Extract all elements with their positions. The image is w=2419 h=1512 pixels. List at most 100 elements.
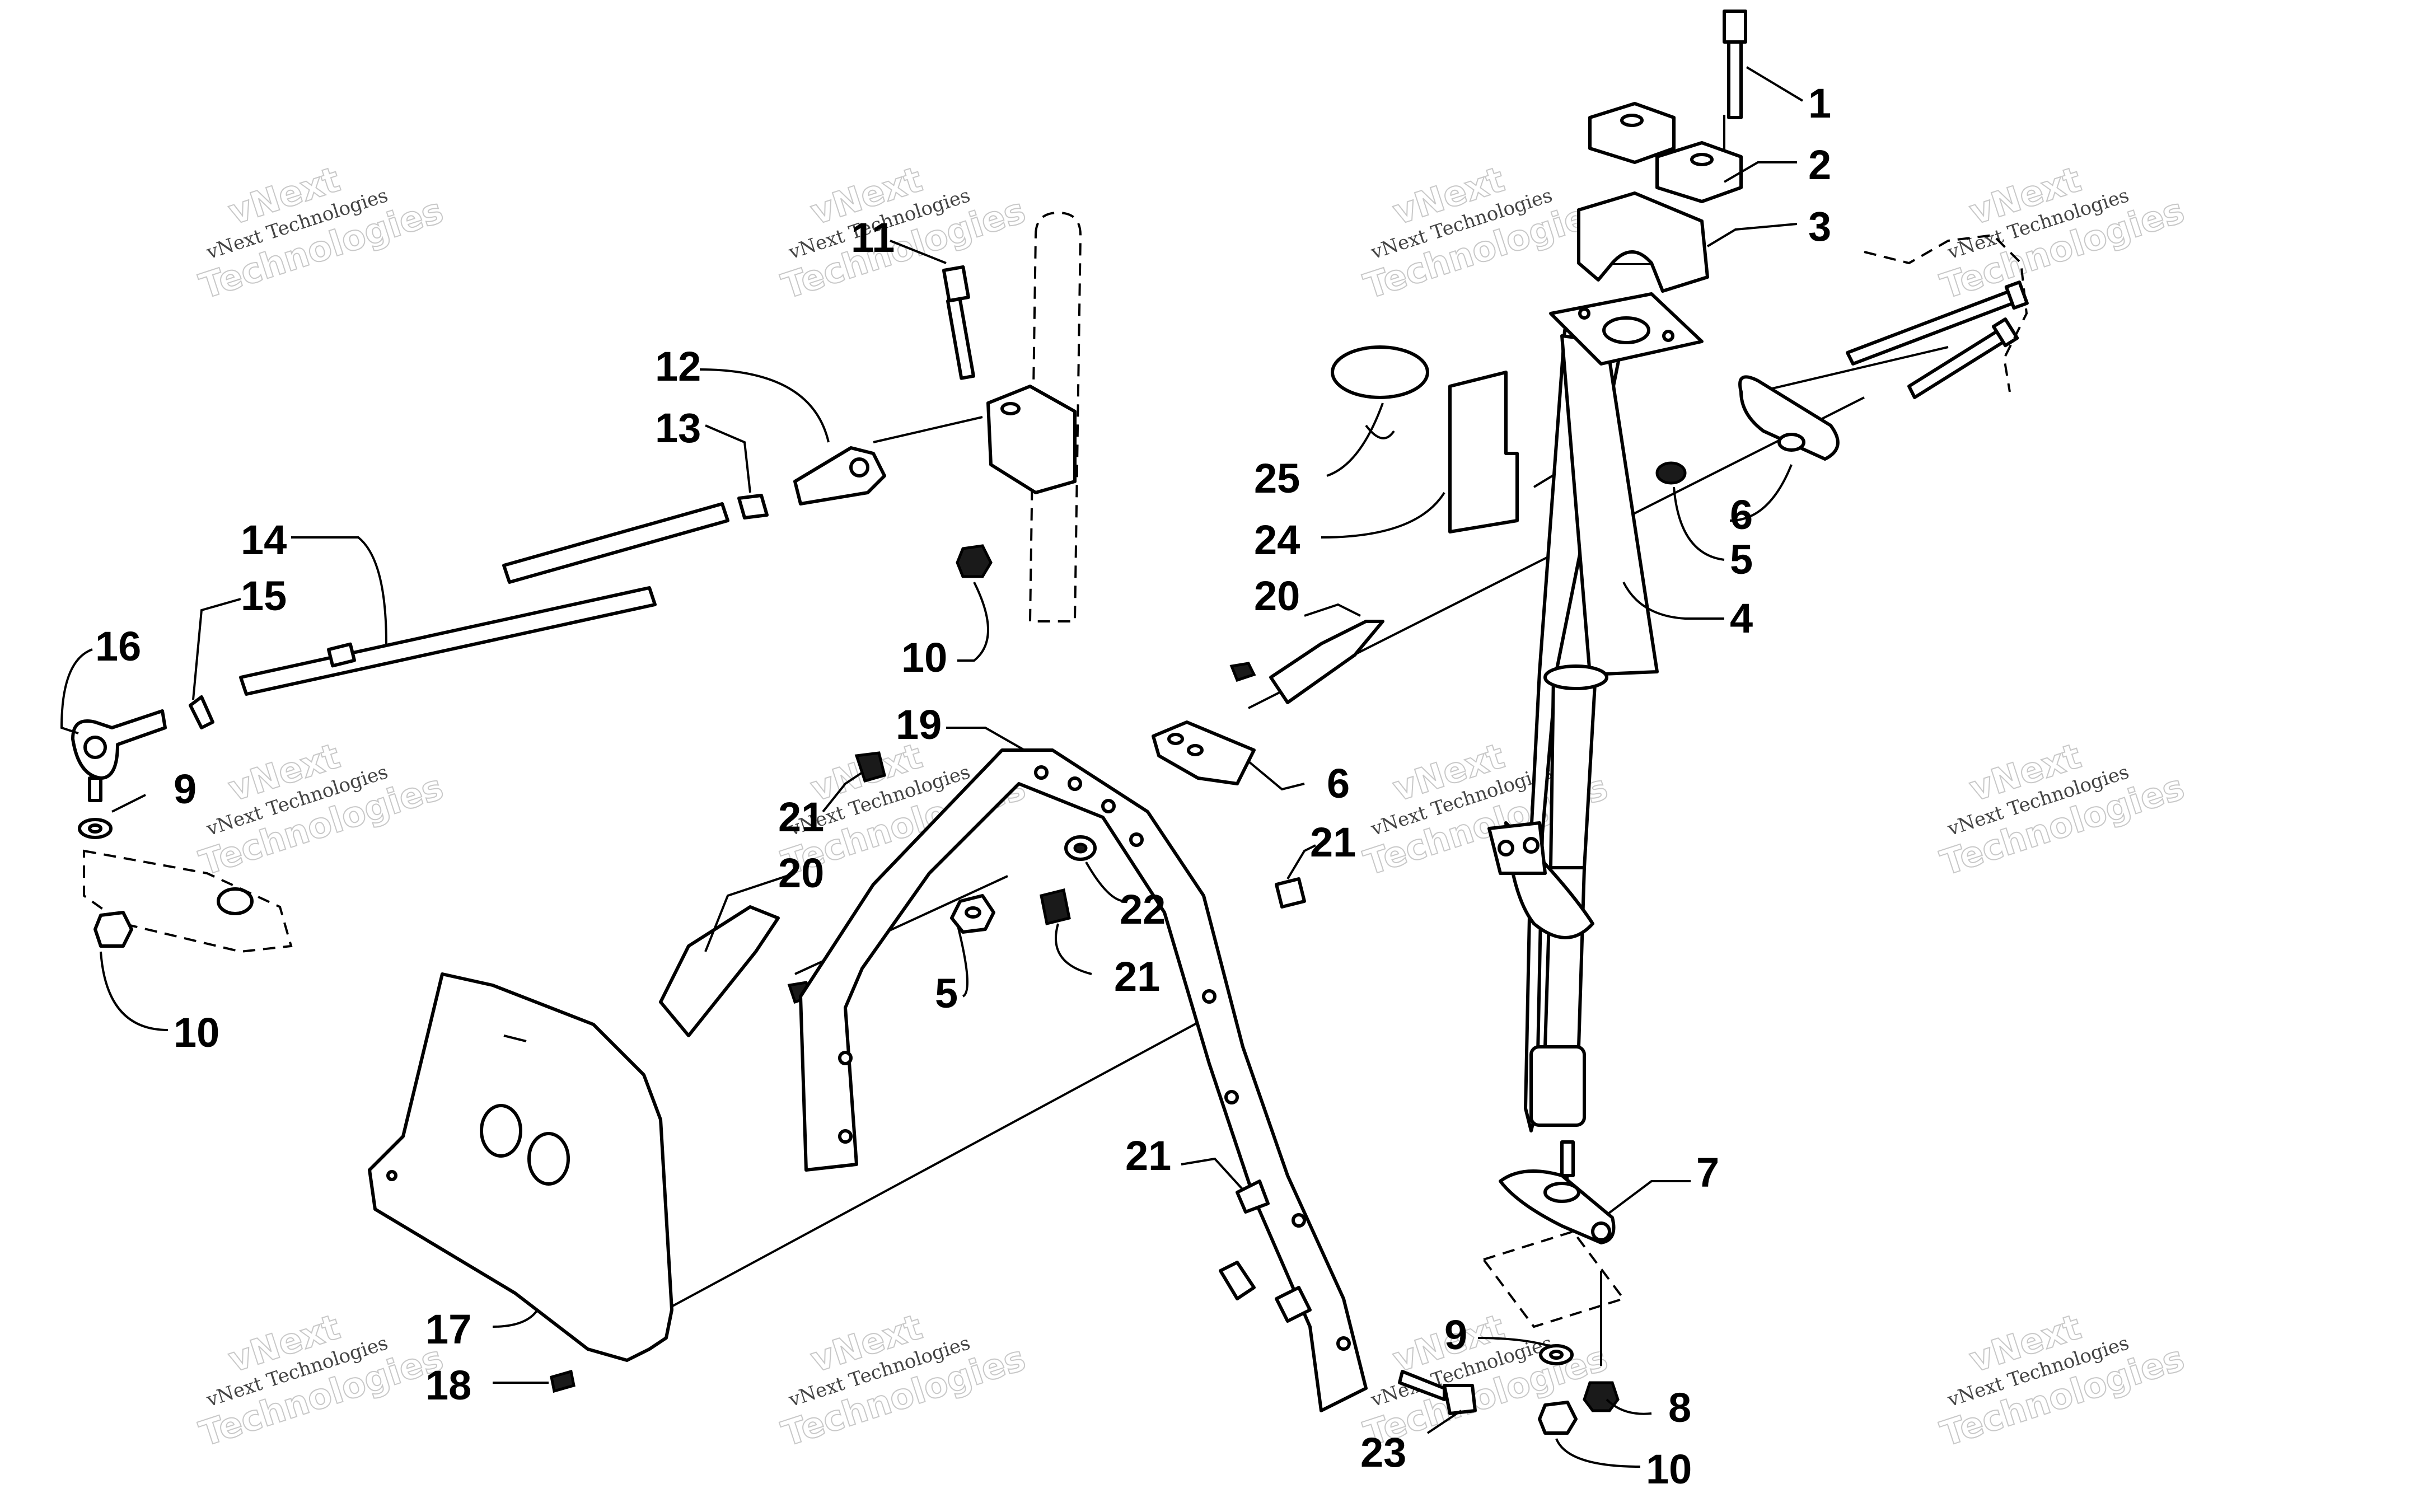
bushing-body <box>1738 375 1840 461</box>
callout-10-left: 10 <box>174 1009 219 1056</box>
locknut-body <box>956 544 993 578</box>
callout-25: 25 <box>1254 455 1300 502</box>
leader-20a <box>1304 603 1361 617</box>
hole <box>838 1129 853 1144</box>
leader-17 <box>492 1309 539 1328</box>
callout-8: 8 <box>1668 1384 1691 1431</box>
centerline <box>654 1009 1221 1317</box>
callout-18: 18 <box>425 1362 471 1408</box>
upper-column-outline <box>1028 211 1082 622</box>
cable-tie-lower <box>659 905 814 1037</box>
tie-rod-assembly <box>71 446 886 802</box>
hole <box>1336 1336 1351 1351</box>
rod-end-ball <box>83 736 107 759</box>
handlebar-clamp-lower <box>1577 191 1709 293</box>
spindle-arm-boss <box>217 887 254 915</box>
spacer <box>1219 1261 1256 1300</box>
bushing-hole <box>1777 433 1805 452</box>
steering-arm <box>1481 1169 1626 1328</box>
spindle-arm <box>83 849 293 953</box>
washer-22-hole <box>1073 842 1088 854</box>
leader-21c <box>1286 844 1316 880</box>
callout-9-right: 9 <box>1444 1312 1467 1358</box>
callout-7: 7 <box>1696 1149 1719 1196</box>
screw-21-b <box>1040 888 1071 926</box>
upper-column <box>942 211 1082 622</box>
spacer <box>1275 1286 1312 1323</box>
plate-bolt-hole <box>1662 330 1674 342</box>
hole <box>1292 1213 1306 1228</box>
hole <box>1129 832 1144 847</box>
leader-10b <box>957 582 989 662</box>
leader-9b <box>1477 1337 1551 1347</box>
assembly-lines <box>654 115 1949 1366</box>
windshield-glare <box>503 1034 527 1042</box>
leader-9a <box>111 794 146 813</box>
tie-strap <box>1269 620 1384 704</box>
long-bolt <box>1907 329 2006 399</box>
leader-6a <box>1729 464 1793 522</box>
chassis-outline <box>1864 233 2028 392</box>
clamp-bolt-hole <box>1690 153 1714 166</box>
spindle-arm-outline <box>83 849 293 953</box>
rod-end-12 <box>793 446 886 505</box>
locknut-10b <box>956 544 993 578</box>
plate-bolt-hole <box>1578 307 1590 320</box>
jam-nut-15 <box>189 695 214 729</box>
cable-tie-upper <box>1229 620 1384 704</box>
watermark: vNext vNext Technologies Technologies <box>194 734 449 884</box>
callout-20-lower: 20 <box>778 850 824 896</box>
windshield-hole <box>480 1104 522 1158</box>
hole <box>1498 840 1514 856</box>
callout-11: 11 <box>851 214 895 261</box>
clamp-bolt-hole <box>1620 114 1644 127</box>
centerline <box>1757 346 1949 393</box>
tie-head <box>1229 662 1256 682</box>
locknut-body <box>1538 1401 1578 1435</box>
washer-hole <box>88 823 102 834</box>
washer-9b <box>1539 1344 1574 1365</box>
hole <box>1034 765 1049 780</box>
locknut-body <box>1583 1381 1620 1412</box>
ring-gap <box>1365 424 1395 439</box>
callout-10-right: 10 <box>1646 1446 1692 1492</box>
hole <box>1101 799 1116 813</box>
callout-5-lower: 5 <box>935 970 958 1017</box>
windshield-body <box>368 972 673 1362</box>
long-bolt-head <box>1991 317 2019 348</box>
callout-20-upper: 20 <box>1254 573 1300 619</box>
leader-21b <box>1055 923 1092 975</box>
callout-22: 22 <box>1120 886 1166 933</box>
ring-clip <box>1331 345 1429 439</box>
leader-16 <box>60 648 93 734</box>
callout-21-b: 21 <box>1114 953 1160 1000</box>
leader-lines <box>60 66 1804 1468</box>
hole <box>1202 989 1216 1004</box>
locknut-10c <box>1538 1401 1578 1435</box>
bolt-11-head <box>942 265 970 303</box>
watermark: vNext vNext Technologies Technologies <box>1359 158 1613 307</box>
bolt-head <box>1723 10 1747 44</box>
rod-end-16 <box>71 709 167 780</box>
callout-21-a: 21 <box>778 794 824 840</box>
nut-hole <box>965 906 981 919</box>
callout-21-c: 21 <box>1310 819 1356 865</box>
callout-23: 23 <box>1360 1429 1406 1476</box>
leader-10c <box>1555 1438 1641 1468</box>
bolt-shank <box>1727 40 1743 119</box>
leader-23 <box>1426 1410 1462 1434</box>
bushing-block-lower <box>1152 720 1256 785</box>
ring-body <box>1331 345 1429 399</box>
handlebar-pad <box>1448 371 1519 533</box>
bushing-hole <box>1167 733 1184 745</box>
leader-14 <box>291 536 387 644</box>
callout-4: 4 <box>1730 595 1753 642</box>
tie-rod-upper <box>502 502 729 584</box>
clamp-lower-body <box>1577 191 1709 293</box>
callout-6-lower: 6 <box>1327 760 1350 807</box>
watermark: vNext vNext Technologies Technologies <box>194 158 449 307</box>
hole <box>1224 1090 1239 1104</box>
callout-3: 3 <box>1808 203 1831 250</box>
leader-10a <box>100 951 169 1031</box>
